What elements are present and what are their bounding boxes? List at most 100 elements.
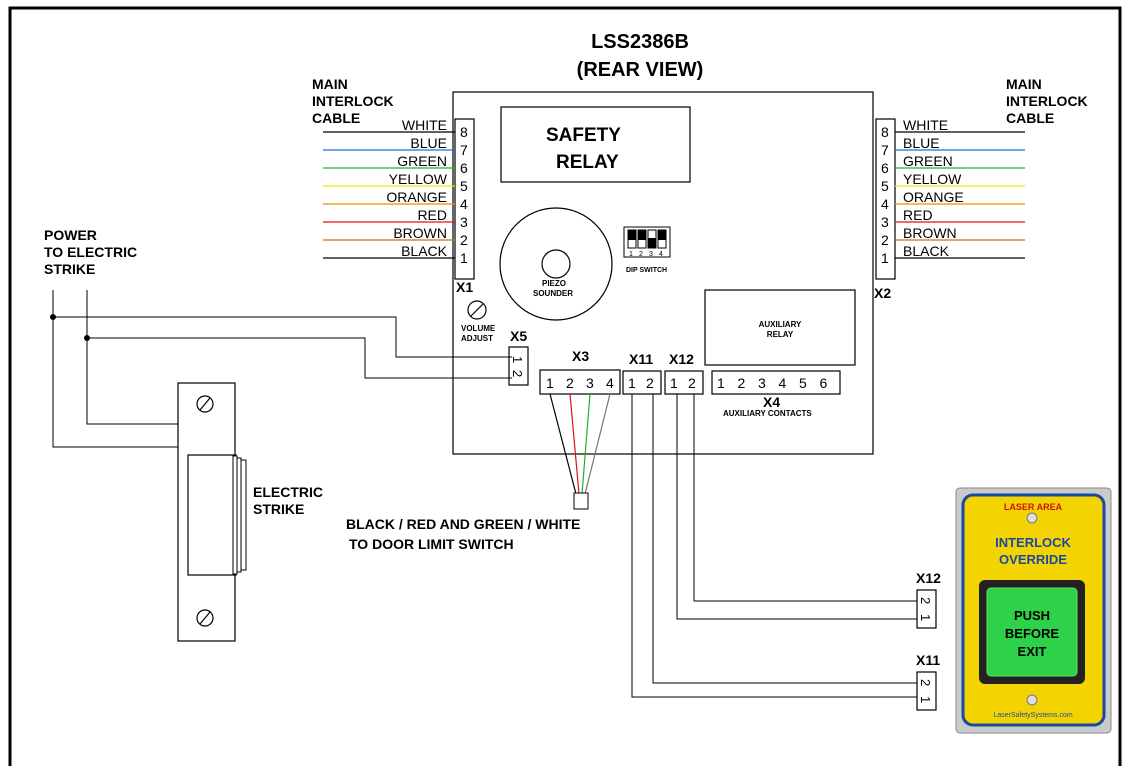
x12-ext-pin-1: 1 (918, 614, 933, 621)
x1-pin-5: 5 (460, 178, 468, 194)
panel-website: LaserSafetySystems.com (993, 712, 1073, 719)
power-junction-2 (84, 335, 90, 341)
override-wires (631, 394, 918, 698)
auxiliary-relay (704, 289, 856, 366)
x1-pin-3: 3 (460, 214, 468, 230)
door-switch-wires (549, 393, 611, 495)
x5-label: X5 (510, 328, 527, 344)
x2-pin-4: 4 (881, 196, 889, 212)
safety-relay (500, 106, 691, 183)
electric-strike (177, 382, 247, 642)
x3-pin-4: 4 (606, 375, 614, 391)
x2-label: X2 (874, 285, 891, 301)
power-wires (52, 290, 512, 448)
x2-pin-6: 6 (881, 160, 889, 176)
volume-label-1: VOLUME (461, 324, 496, 333)
x1-connector (454, 118, 475, 280)
dip-switch: 1 2 3 4 (623, 226, 671, 258)
panel-screw-bottom (1026, 694, 1038, 706)
x2-pin-2: 2 (881, 232, 889, 248)
push-button-label-3: EXIT (1018, 644, 1047, 659)
x2-pin-7: 7 (881, 142, 889, 158)
left-cable-label-2: INTERLOCK (312, 93, 394, 109)
dip-switch-label: DIP SWITCH (626, 267, 667, 274)
push-button[interactable] (986, 587, 1078, 677)
x1-pin-6: 6 (460, 160, 468, 176)
x3-pin-3: 3 (586, 375, 594, 391)
dip-num-1: 1 (629, 251, 633, 258)
push-button-label-2: BEFORE (1005, 626, 1060, 641)
dip-num-3: 3 (649, 251, 653, 258)
power-label-1: POWER (44, 227, 97, 243)
x2-connector (875, 118, 896, 280)
x4-pin-6: 6 (820, 375, 828, 391)
dip-num-4: 4 (659, 251, 663, 258)
left-wire-label: BLUE (410, 135, 447, 151)
x2-pin-8: 8 (881, 124, 889, 140)
x11-ext-pin-1: 1 (918, 696, 933, 703)
volume-label-2: ADJUST (461, 334, 493, 343)
x11-label: X11 (629, 351, 653, 367)
power-label-3: STRIKE (44, 261, 95, 277)
aux-relay-label-1: AUXILIARY (759, 320, 802, 329)
panel-screw-top (1026, 512, 1038, 524)
strike-label-1: ELECTRIC (253, 484, 323, 500)
right-wire-label: ORANGE (903, 189, 964, 205)
panel-top-label: LASER AREA (1004, 502, 1063, 512)
piezo-label-1: PIEZO (542, 279, 566, 288)
aux-relay-label-2: RELAY (767, 330, 794, 339)
power-junction-1 (50, 314, 56, 320)
right-cable-label-2: INTERLOCK (1006, 93, 1088, 109)
override-panel: LASER AREA INTERLOCK OVERRIDE PUSH BEFOR… (955, 487, 1112, 734)
x4-pin-2: 2 (738, 375, 746, 391)
safety-relay-label-2: RELAY (556, 152, 619, 173)
x12-ext-pin-2: 2 (918, 597, 933, 604)
x11-ext-pin-2: 2 (918, 679, 933, 686)
x3-wire-2 (569, 393, 580, 495)
x11-pin-2: 2 (646, 375, 654, 391)
strike-body (187, 454, 237, 576)
x3-label: X3 (572, 348, 589, 364)
x3-wire-4 (584, 393, 611, 495)
x2-pin-3: 3 (881, 214, 889, 230)
x1-pin-4: 4 (460, 196, 468, 212)
right-wire-label: WHITE (903, 117, 948, 133)
strike-label-2: STRIKE (253, 501, 304, 517)
left-cable-label-3: CABLE (312, 110, 360, 126)
dip-num-2: 2 (639, 251, 643, 258)
x5-pin-1: 1 (510, 356, 525, 363)
x3-connector (539, 369, 621, 395)
right-wire-label: BLACK (903, 243, 950, 259)
right-wire-label: BROWN (903, 225, 957, 241)
x4-pin-4: 4 (779, 375, 787, 391)
x4-connector (711, 370, 841, 395)
right-wire-label: BLUE (903, 135, 940, 151)
aux-contacts-label: AUXILIARY CONTACTS (723, 409, 812, 418)
x4-label: X4 (763, 394, 780, 410)
x3-wire-1 (549, 393, 577, 495)
left-wire-label: GREEN (397, 153, 447, 169)
x12-ext-connector (916, 589, 937, 629)
power-label-2: TO ELECTRIC (44, 244, 137, 260)
piezo-center (541, 249, 571, 279)
x2-pin-5: 5 (881, 178, 889, 194)
x5-pin-2: 2 (510, 370, 525, 377)
x2-pin-1: 1 (881, 250, 889, 266)
left-wire-label: ORANGE (386, 189, 447, 205)
x12-connector (664, 370, 704, 395)
x4-pin-1: 1 (717, 375, 725, 391)
x1-pin-2: 2 (460, 232, 468, 248)
right-wire-label: RED (903, 207, 933, 223)
x1-pin-1: 1 (460, 250, 468, 266)
x12-ext-label: X12 (916, 570, 941, 586)
left-wire-label: RED (417, 207, 447, 223)
x3-pin-2: 2 (566, 375, 574, 391)
x11-ext-label: X11 (916, 652, 940, 668)
left-wire-label: BLACK (401, 243, 448, 259)
left-wire-label: YELLOW (389, 171, 448, 187)
right-wire-label: YELLOW (903, 171, 962, 187)
right-wire-label: GREEN (903, 153, 953, 169)
